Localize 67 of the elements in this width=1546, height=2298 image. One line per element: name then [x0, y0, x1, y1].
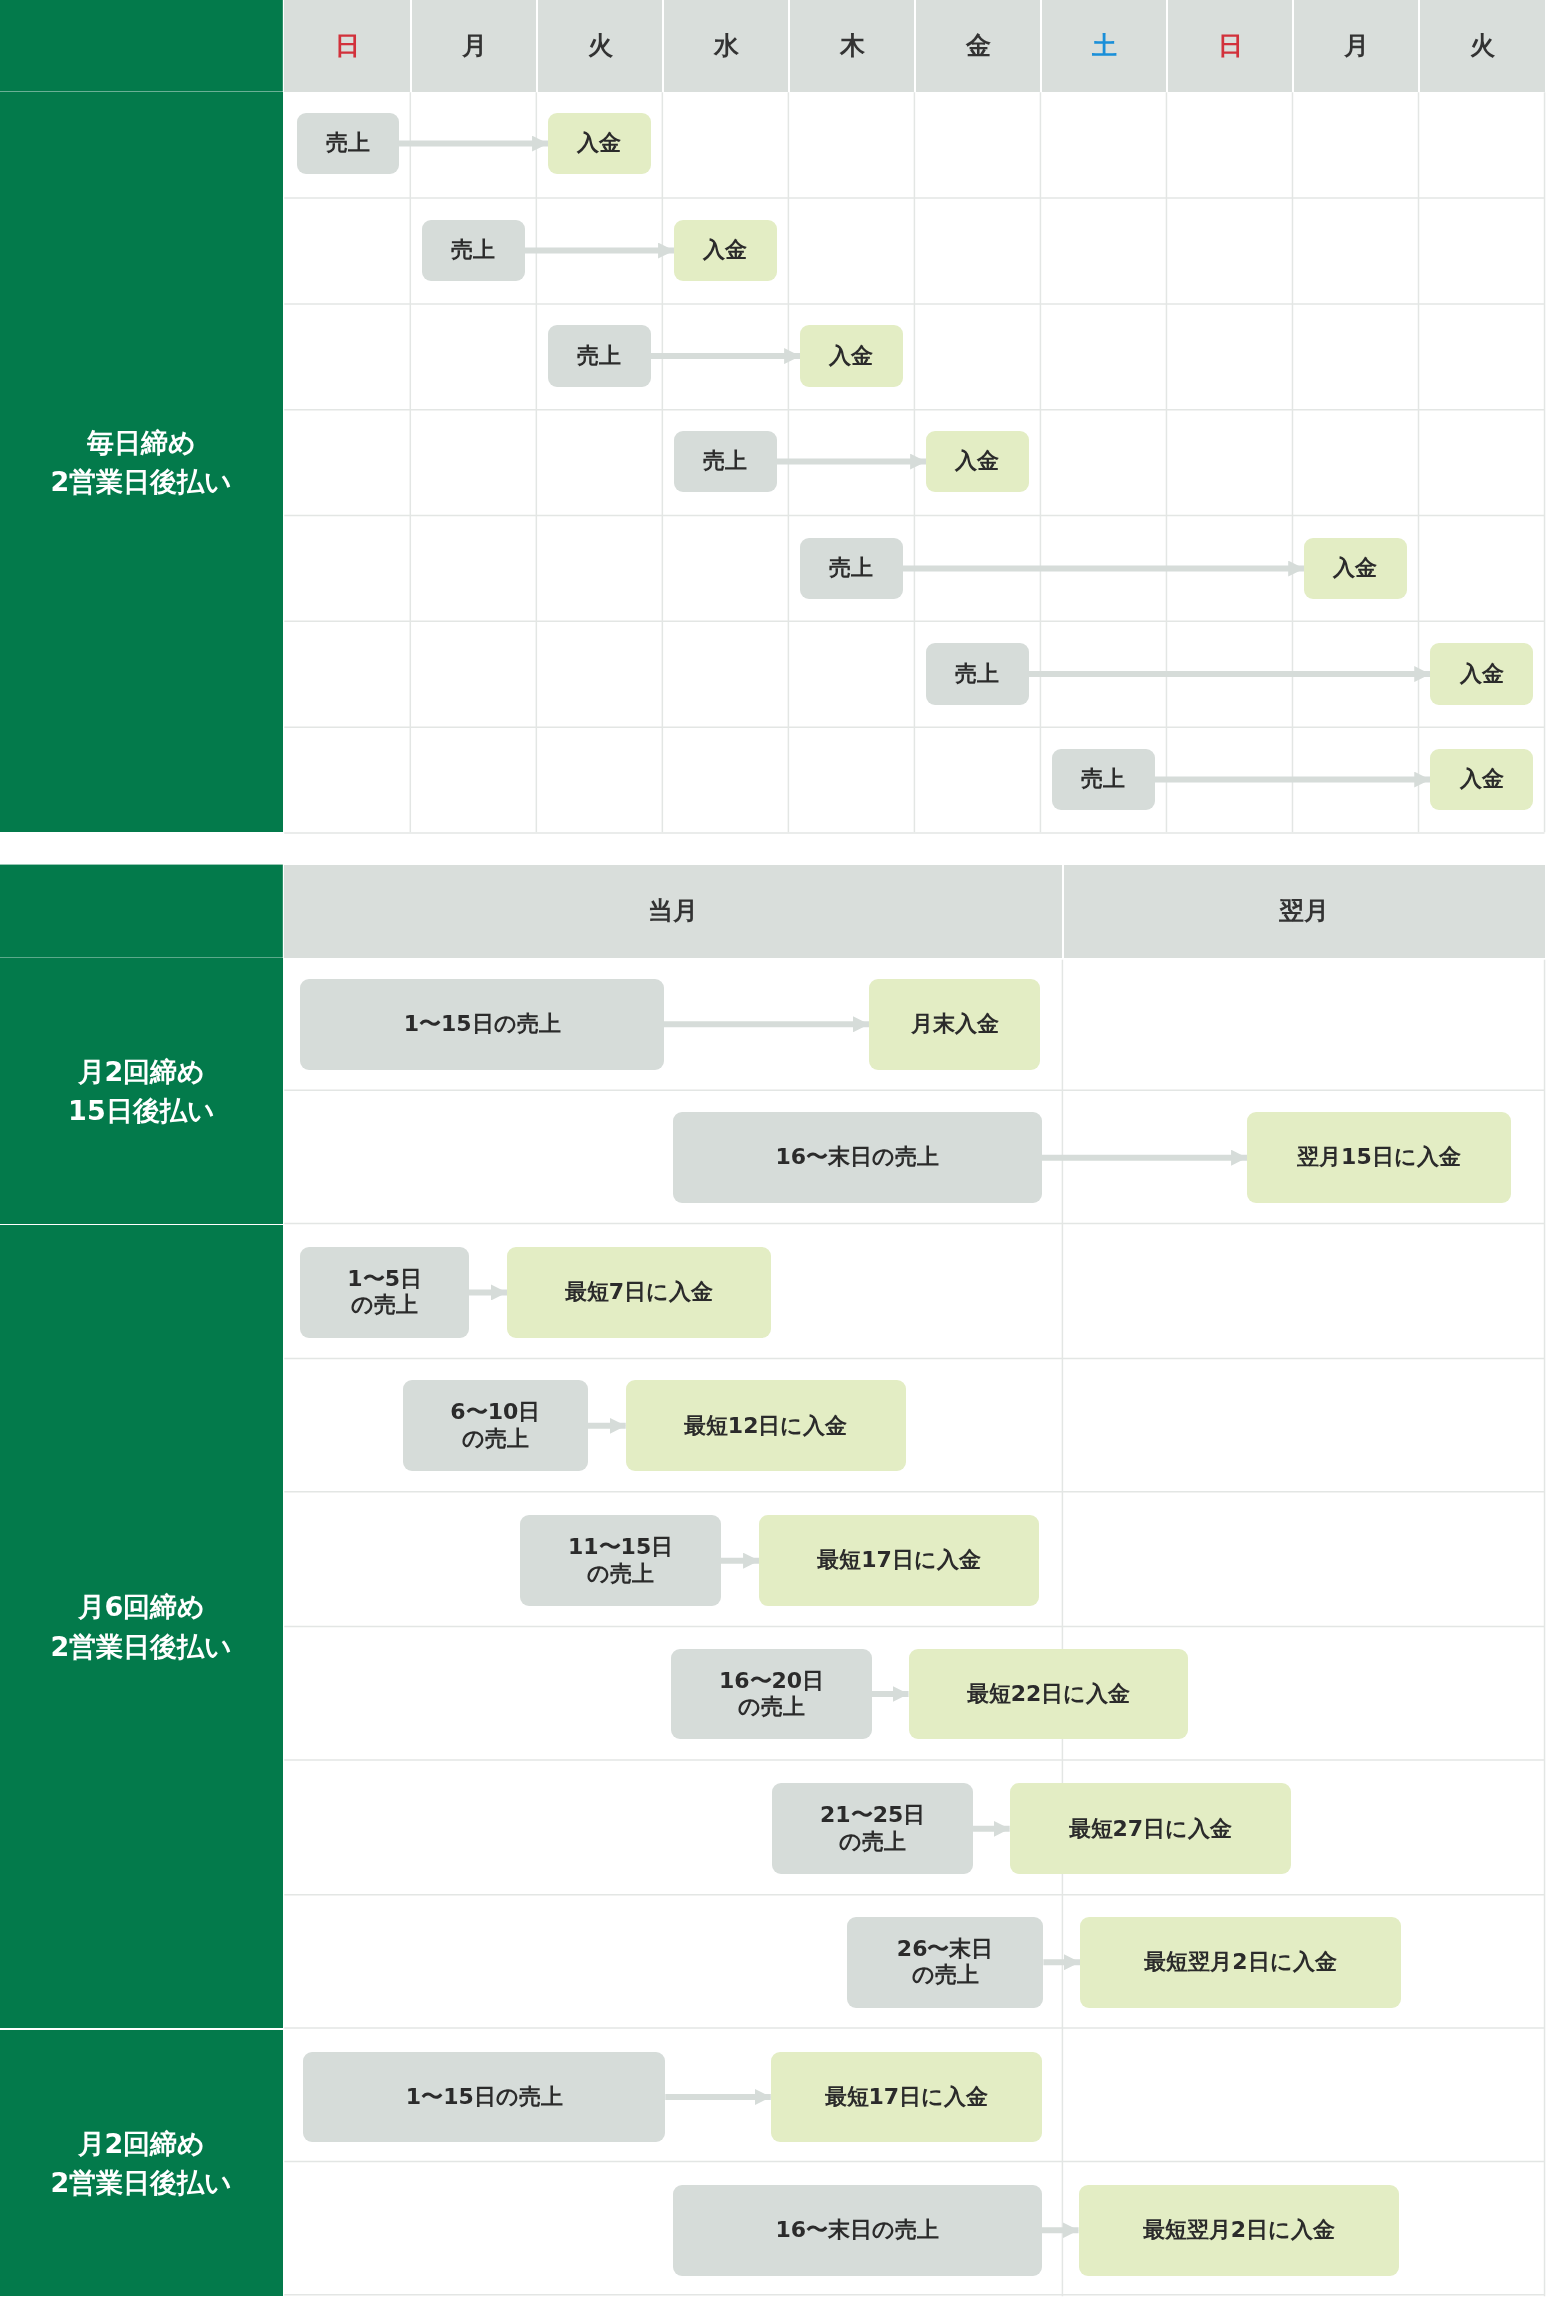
- arrow: [1041, 2222, 1079, 2239]
- payment-box: 最短翌月2日に入金: [1078, 2184, 1400, 2276]
- arrow: [665, 2089, 771, 2105]
- payment-box: 最短17日に入金: [759, 1515, 1039, 1607]
- sales-box: 1〜15日の売上: [303, 2051, 666, 2143]
- payment-box: 月末入金: [868, 978, 1041, 1070]
- sales-box: 6〜10日の売上: [403, 1380, 588, 1472]
- day-header: 月: [1343, 30, 1369, 63]
- arrow: [468, 1284, 508, 1301]
- day-header: 火: [1469, 30, 1495, 63]
- day-header: 土: [1091, 30, 1117, 63]
- day-header: 日: [334, 30, 360, 63]
- sales-box: 売上: [422, 219, 525, 282]
- payment-box: 最短17日に入金: [770, 2051, 1042, 2143]
- day-header: 金: [965, 30, 991, 63]
- row-header: 毎日締め 2営業日後払い: [49, 426, 234, 500]
- sales-box: 16〜末日の売上: [672, 2184, 1042, 2276]
- sales-box: 売上: [800, 537, 903, 600]
- sales-box: 11〜15日の売上: [520, 1515, 721, 1607]
- row-header: 月2回締め 2営業日後払い: [49, 2126, 234, 2200]
- day-header: 火: [587, 30, 613, 63]
- row-header: 月6回締め 2営業日後払い: [49, 1590, 234, 1664]
- day-header: 日: [1217, 30, 1243, 63]
- row-header: 月2回締め 15日後払い: [67, 1054, 216, 1128]
- sales-box: 16〜20日の売上: [671, 1648, 872, 1740]
- sales-box: 売上: [297, 112, 399, 175]
- arrow: [1043, 1954, 1080, 1971]
- payment-box: 最短22日に入金: [908, 1648, 1189, 1740]
- arrow: [524, 242, 675, 259]
- day-header: 木: [839, 30, 865, 63]
- payment-box: 翌月15日に入金: [1247, 1112, 1511, 1204]
- payment-box: 入金: [548, 112, 651, 175]
- sales-box: 26〜末日の売上: [847, 1916, 1044, 2008]
- payment-box: 入金: [926, 430, 1029, 493]
- arrow: [1154, 771, 1431, 788]
- sales-box: 16〜末日の売上: [672, 1112, 1042, 1204]
- arrow: [721, 1552, 760, 1569]
- month-header: 翌月: [1279, 895, 1330, 928]
- payment-box: 最短27日に入金: [1009, 1783, 1291, 1875]
- sales-box: 売上: [674, 430, 777, 493]
- arrow: [1041, 1149, 1248, 1166]
- sales-box: 1〜15日の売上: [300, 978, 664, 1070]
- arrow: [973, 1820, 1010, 1837]
- payment-box: 入金: [1304, 537, 1407, 600]
- arrow: [650, 348, 801, 365]
- month-header: 当月: [648, 895, 699, 928]
- payment-box: 入金: [674, 219, 777, 282]
- arrow: [776, 453, 927, 470]
- payment-box: 入金: [800, 325, 903, 387]
- payment-box: 最短12日に入金: [625, 1380, 906, 1472]
- sales-box: 売上: [548, 325, 651, 387]
- arrow: [871, 1686, 909, 1702]
- day-header: 月: [461, 30, 487, 63]
- sales-box: 1〜5日の売上: [300, 1247, 469, 1338]
- arrow: [663, 1016, 869, 1033]
- payment-box: 最短翌月2日に入金: [1080, 1916, 1401, 2008]
- arrow: [587, 1417, 626, 1434]
- day-header: 水: [713, 30, 739, 63]
- payment-box: 最短7日に入金: [507, 1247, 771, 1338]
- sales-box: 売上: [926, 643, 1029, 705]
- payment-box: 入金: [1430, 643, 1533, 705]
- sales-box: 21〜25日の売上: [772, 1783, 973, 1875]
- arrow: [398, 135, 549, 152]
- sales-box: 売上: [1052, 748, 1155, 811]
- payment-box: 入金: [1430, 748, 1533, 811]
- arrow: [1028, 666, 1431, 683]
- arrow: [902, 560, 1305, 577]
